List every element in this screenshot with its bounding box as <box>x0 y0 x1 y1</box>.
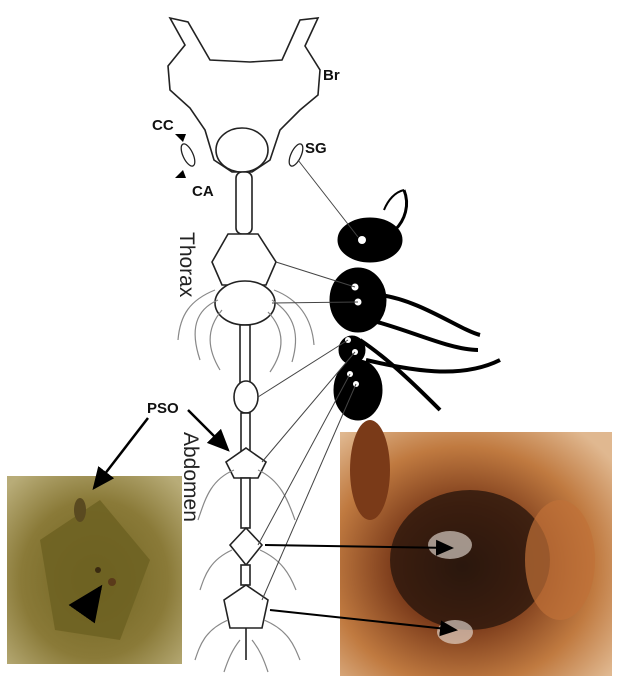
abdominal-ganglion-4 <box>224 585 268 628</box>
label-sg: SG <box>305 140 327 157</box>
thorax-abdomen-connective <box>240 325 250 387</box>
thoracic-ganglion-2 <box>215 281 275 325</box>
label-pso: PSO <box>147 400 179 417</box>
cc-arrowhead <box>175 134 186 142</box>
abdominal-ganglion-2 <box>226 448 266 478</box>
label-abdomen: Abdomen <box>179 432 202 522</box>
corpora-cardiaca-left <box>178 142 197 168</box>
right-micrograph <box>340 420 612 676</box>
subesophageal-ganglion <box>216 128 268 172</box>
abdominal-ganglion-3 <box>230 528 262 565</box>
corpora-cardiaca-right <box>286 142 305 168</box>
neck-connective <box>236 172 252 234</box>
thoracic-ganglion-1 <box>212 234 276 285</box>
nerve-cord-diagram <box>168 18 320 660</box>
ca-arrowhead <box>175 170 186 178</box>
abdominal-ganglion-1 <box>234 381 258 413</box>
label-ca: CA <box>192 183 214 200</box>
left-micrograph <box>7 476 182 664</box>
label-br: Br <box>323 67 340 84</box>
label-thorax: Thorax <box>175 232 198 298</box>
label-cc: CC <box>152 117 174 134</box>
